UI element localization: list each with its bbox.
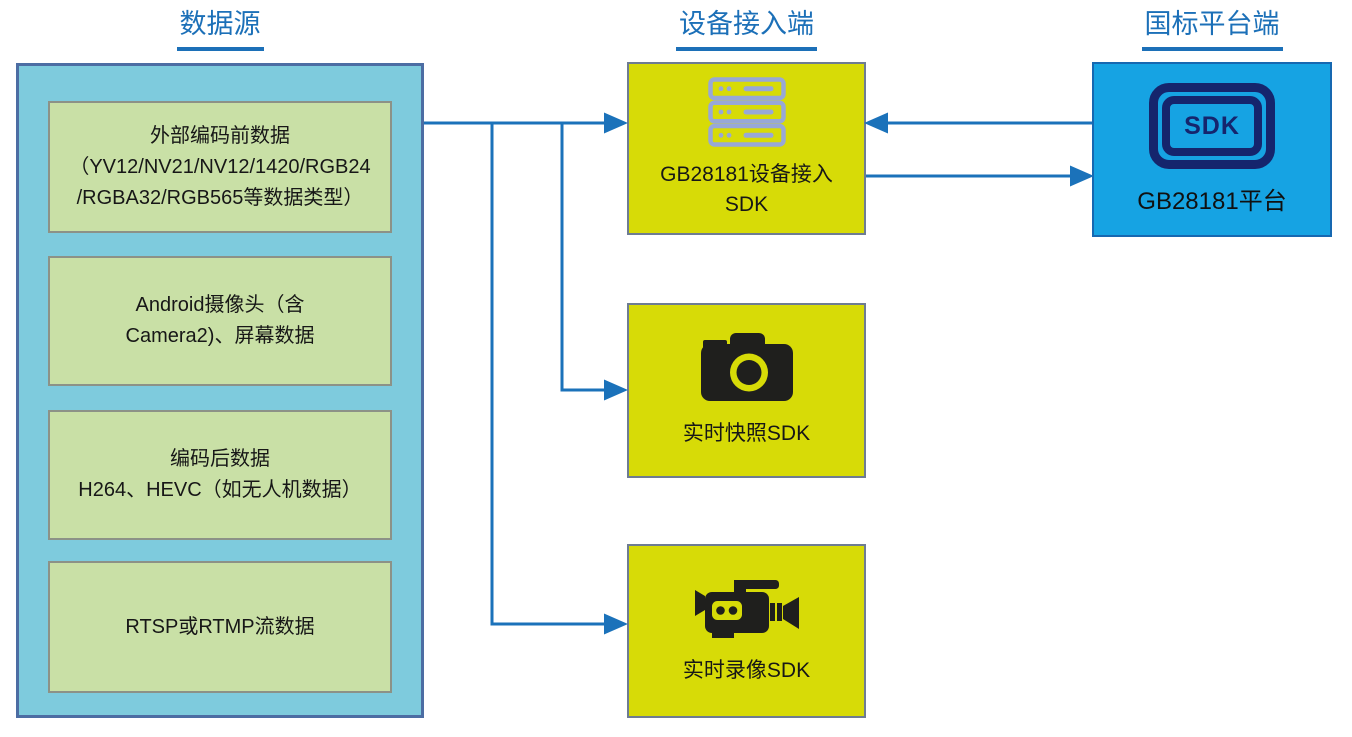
server-icon <box>707 77 786 147</box>
source-item-android-camera: Android摄像头（含 Camera2)、屏幕数据 <box>48 256 392 386</box>
source-item-raw-data: 外部编码前数据 （YV12/NV21/NV12/1420/RGB24 /RGBA… <box>48 101 392 233</box>
arrowhead-into-record-sdk <box>604 613 628 635</box>
arrow-source-to-snapshot-sdk <box>560 123 606 392</box>
realtime-snapshot-sdk-box: 实时快照SDK <box>627 303 866 478</box>
source-item-label: RTSP或RTMP流数据 <box>125 615 315 638</box>
source-item-label: 编码后数据 H264、HEVC（如无人机数据） <box>78 448 362 501</box>
data-source-container: 外部编码前数据 （YV12/NV21/NV12/1420/RGB24 /RGBA… <box>16 63 424 718</box>
platform-box-label: GB28181平台 <box>1137 188 1287 215</box>
sdk-box-label: 实时快照SDK <box>682 421 811 445</box>
column-header-platform: 国标平台端 <box>1092 2 1332 51</box>
device-access-title: 设备接入端 <box>676 2 817 51</box>
arrowhead-into-device-sdk-from-platform <box>864 112 888 134</box>
sdk-badge-icon: SDK <box>1149 83 1275 169</box>
arrowhead-into-platform <box>1070 165 1094 187</box>
gb28181-device-access-sdk-box: GB28181设备接入 SDK <box>627 62 866 235</box>
video-camera-icon <box>694 576 799 639</box>
source-item-label: 外部编码前数据 （YV12/NV21/NV12/1420/RGB24 /RGBA… <box>69 124 371 209</box>
arrow-source-to-record-sdk <box>490 123 606 626</box>
arrowhead-into-snapshot-sdk <box>604 379 628 401</box>
sdk-badge-label: SDK <box>1184 111 1240 140</box>
realtime-record-sdk-box: 实时录像SDK <box>627 544 866 718</box>
column-header-device-access: 设备接入端 <box>627 2 866 51</box>
source-item-encoded-data: 编码后数据 H264、HEVC（如无人机数据） <box>48 410 392 540</box>
sdk-badge-inner: SDK <box>1162 96 1262 156</box>
data-source-title: 数据源 <box>176 2 264 51</box>
sdk-box-label: GB28181设备接入 SDK <box>660 163 833 216</box>
camera-icon <box>700 332 793 401</box>
arrowhead-into-device-sdk <box>604 112 628 134</box>
sdk-box-label: 实时录像SDK <box>682 659 811 683</box>
platform-title: 国标平台端 <box>1141 2 1283 51</box>
source-item-label: Android摄像头（含 Camera2)、屏幕数据 <box>125 294 315 347</box>
gb28181-platform-box: SDK GB28181平台 <box>1092 62 1332 237</box>
source-item-rtsp-rtmp: RTSP或RTMP流数据 <box>48 561 392 693</box>
column-header-data-source: 数据源 <box>16 2 424 51</box>
